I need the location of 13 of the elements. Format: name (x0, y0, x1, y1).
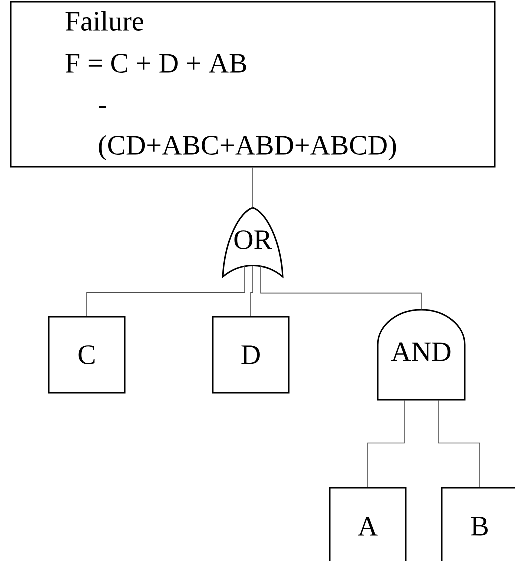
connector-line (252, 167, 254, 208)
or-gate: OR (222, 207, 284, 278)
basic-event-box: D (212, 316, 290, 394)
event-box: Failure F = C + D + AB - (CD+ABC+ABD+ABCD) (10, 1, 496, 168)
connector-line (260, 266, 422, 310)
basic-event-box: B (441, 487, 515, 561)
basic-event-box: A (329, 487, 407, 561)
connector-line (86, 266, 246, 317)
basic-event-box: C (48, 316, 126, 394)
connector-line (250, 266, 254, 317)
connector-line (368, 400, 405, 488)
and-gate: AND (377, 309, 466, 401)
connector-line (438, 400, 480, 488)
